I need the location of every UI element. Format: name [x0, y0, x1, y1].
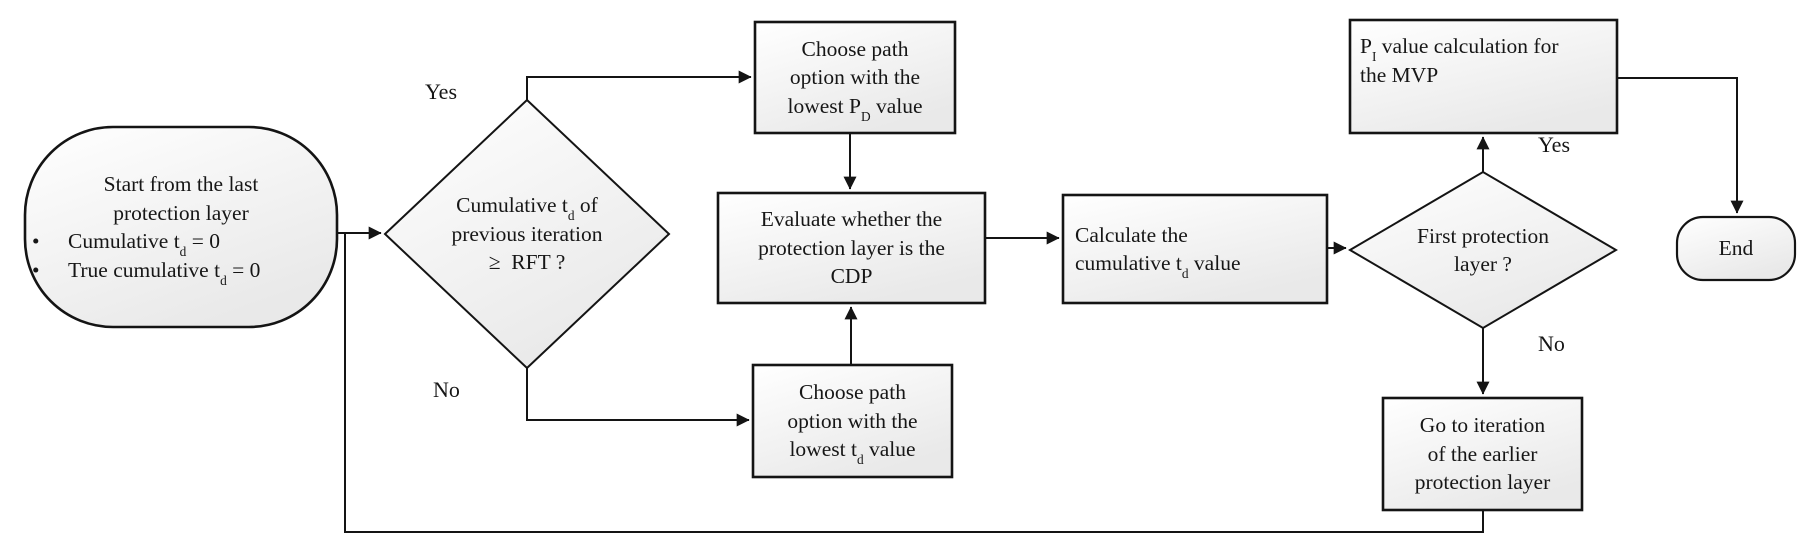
connector-pi-calc-to-end	[1617, 77, 1744, 214]
rft-no-label: No	[433, 377, 460, 402]
first-no-label: No	[1538, 331, 1565, 356]
pi-calc-box-shape	[1348, 18, 1619, 135]
choose-td-box-shape	[751, 363, 954, 479]
end-node-shape	[1675, 215, 1797, 282]
goto-earlier-box-shape	[1381, 396, 1584, 512]
connector-rft-no-to-choose-td	[526, 368, 750, 427]
calculate-td-box-shape	[1061, 193, 1329, 305]
first-layer-decision-shape	[1348, 170, 1618, 330]
evaluate-cdp-box-shape	[716, 191, 987, 305]
connector-goto-loopback	[344, 233, 1484, 533]
rft-yes-label: Yes	[425, 79, 458, 104]
choose-pd-box-shape	[753, 20, 957, 135]
first-yes-label: Yes	[1538, 132, 1571, 157]
connector-rft-yes-to-choose-pd	[526, 70, 752, 100]
start-node-shape	[23, 125, 339, 329]
rft-decision-shape	[383, 98, 671, 370]
